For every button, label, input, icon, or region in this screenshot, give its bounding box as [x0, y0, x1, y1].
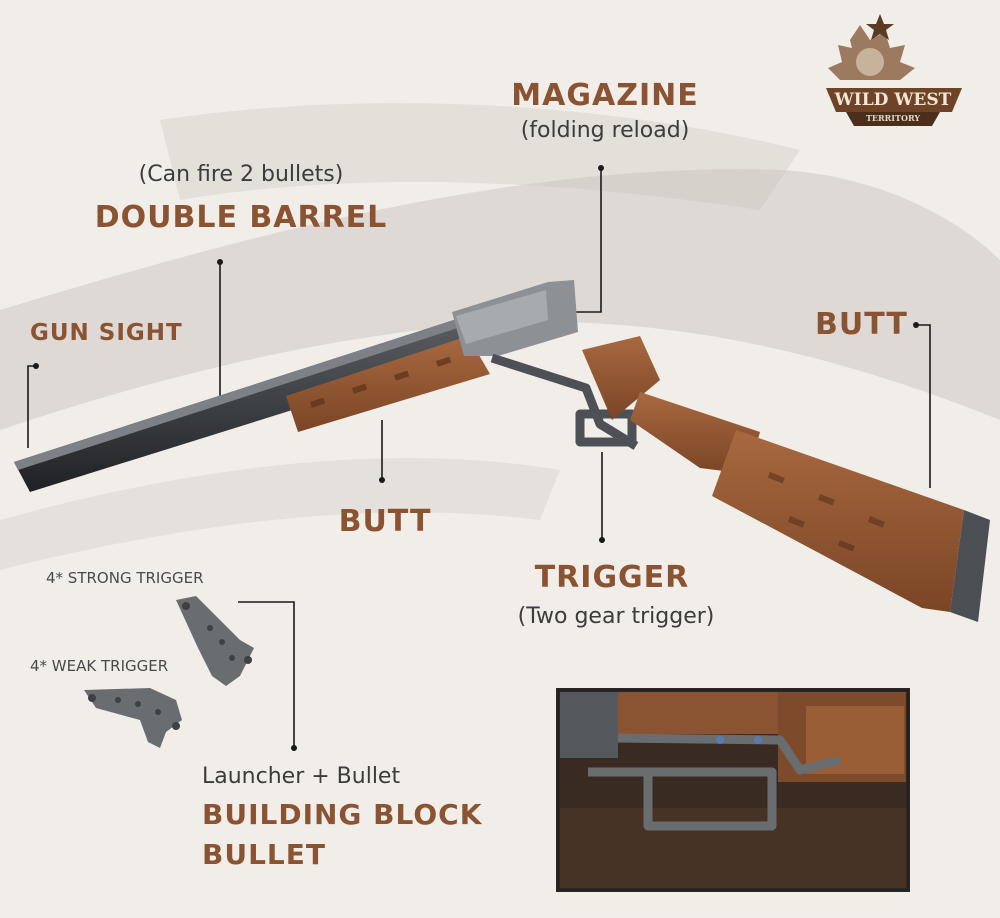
butt-right-leader	[916, 324, 931, 488]
forend-wood	[286, 336, 490, 432]
trigger-note: (Two gear trigger)	[517, 604, 715, 629]
weak-trigger-label: 4* WEAK TRIGGER	[30, 657, 169, 675]
magazine-note: (folding reload)	[520, 118, 690, 143]
magazine-label: MAGAZINE	[511, 78, 699, 113]
trigger-label: TRIGGER	[534, 560, 690, 595]
annotation-lines	[27, 168, 931, 748]
double-barrel-label: DOUBLE BARREL	[94, 200, 388, 235]
launcher-bullet-label: Launcher + Bullet	[202, 764, 401, 789]
logo-title: WILD WEST	[834, 90, 952, 110]
building-block-label: BUILDING BLOCK	[202, 798, 483, 831]
trigger-detail-inset	[556, 688, 910, 892]
butt-center-label: BUTT	[338, 504, 432, 539]
shotgun-model	[14, 280, 990, 622]
strong-trigger-part	[176, 596, 254, 686]
strong-trigger-label: 4* STRONG TRIGGER	[46, 569, 204, 587]
butt-right-label: BUTT	[815, 307, 908, 342]
wild-west-logo	[826, 14, 962, 126]
bullet-label: BULLET	[202, 838, 326, 871]
logo-subtitle: TERRITORY	[865, 113, 921, 123]
butt-plate	[950, 510, 990, 622]
trigger-frame	[490, 353, 639, 450]
double-barrel-note: (Can fire 2 bullets)	[138, 162, 344, 187]
magazine-leader	[575, 168, 602, 313]
grip-wood	[582, 336, 660, 420]
double-barrel-part	[14, 318, 478, 492]
gun-sight-label: GUN SIGHT	[30, 320, 183, 346]
launcher-leader	[238, 601, 295, 748]
butt-stock	[712, 430, 964, 612]
weak-trigger-part	[84, 688, 182, 748]
annotation-dots	[33, 165, 919, 751]
